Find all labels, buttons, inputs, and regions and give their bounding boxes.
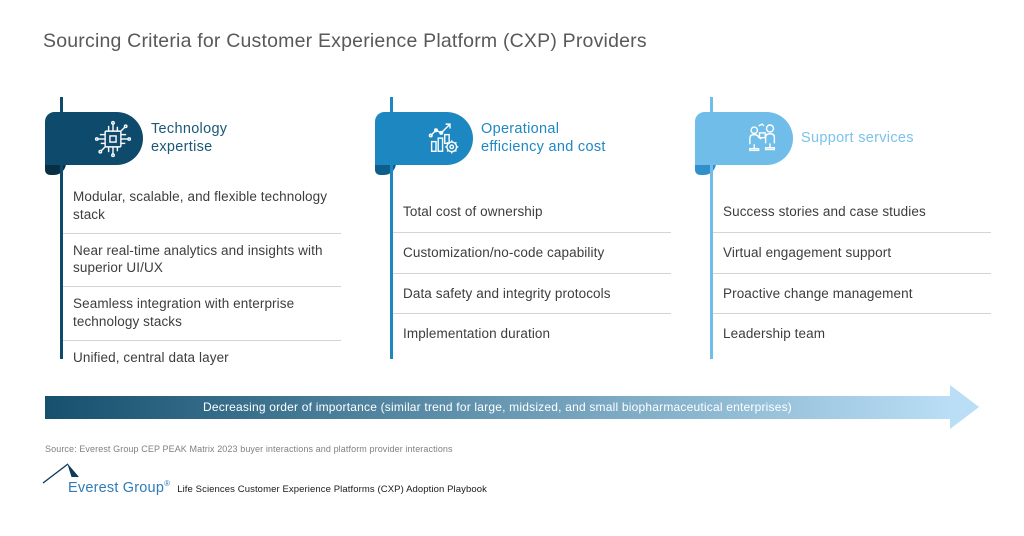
column-label-line2: efficiency and cost [481, 138, 606, 155]
column-label: Support services [801, 112, 991, 165]
criteria-list: Total cost of ownership Customization/no… [390, 192, 671, 354]
column-operational-efficiency: Operational efficiency and cost Total co… [375, 97, 675, 365]
column-label-line2: expertise [151, 138, 213, 155]
registered-mark: ® [164, 479, 171, 489]
list-item: Data safety and integrity protocols [390, 272, 671, 314]
page-title: Sourcing Criteria for Customer Experienc… [43, 30, 647, 52]
column-support-services: Support services Success stories and cas… [695, 97, 995, 365]
everest-mountain-icon [42, 461, 86, 490]
footer: Everest Group® Life Sciences Customer Ex… [42, 461, 487, 496]
list-item: Total cost of ownership [403, 204, 543, 219]
column-label-line1: Technology [151, 120, 228, 137]
list-item: Leadership team [710, 313, 991, 354]
column-accent-line [60, 97, 63, 359]
column-label-line1: Support services [801, 129, 914, 146]
list-item: Modular, scalable, and flexible technolo… [73, 189, 328, 222]
importance-arrow: Decreasing order of importance (similar … [45, 385, 979, 429]
list-item: Proactive change management [710, 272, 991, 314]
list-item: Customization/no-code capability [390, 231, 671, 273]
list-item: Seamless integration with enterprise tec… [60, 286, 341, 340]
everest-group-logo: Everest Group® [68, 479, 170, 496]
arrowhead [950, 385, 979, 429]
criteria-list: Success stories and case studies Virtual… [710, 192, 991, 354]
source-note: Source: Everest Group CEP PEAK Matrix 20… [45, 444, 453, 454]
criteria-list: Modular, scalable, and flexible technolo… [60, 180, 341, 376]
people-engagement-icon [742, 118, 784, 160]
footer-caption: Life Sciences Customer Experience Platfo… [177, 484, 487, 495]
list-item: Virtual engagement support [710, 231, 991, 273]
column-accent-line [390, 97, 393, 359]
list-item: Unified, central data layer [60, 339, 341, 376]
brand-name: Everest Group [68, 480, 165, 496]
list-item: Success stories and case studies [723, 204, 926, 219]
chart-gear-icon [422, 118, 464, 160]
column-label-line1: Operational [481, 120, 560, 137]
column-accent-line [710, 97, 713, 359]
cpu-chip-icon [92, 118, 134, 160]
importance-arrow-label: Decreasing order of importance (similar … [45, 396, 950, 419]
list-item: Implementation duration [390, 313, 671, 354]
list-item: Near real-time analytics and insights wi… [60, 232, 341, 287]
column-label: Operational efficiency and cost [481, 112, 671, 165]
column-technology-expertise: Technology expertise Modular, scalable, … [45, 97, 345, 365]
column-label: Technology expertise [151, 112, 341, 165]
